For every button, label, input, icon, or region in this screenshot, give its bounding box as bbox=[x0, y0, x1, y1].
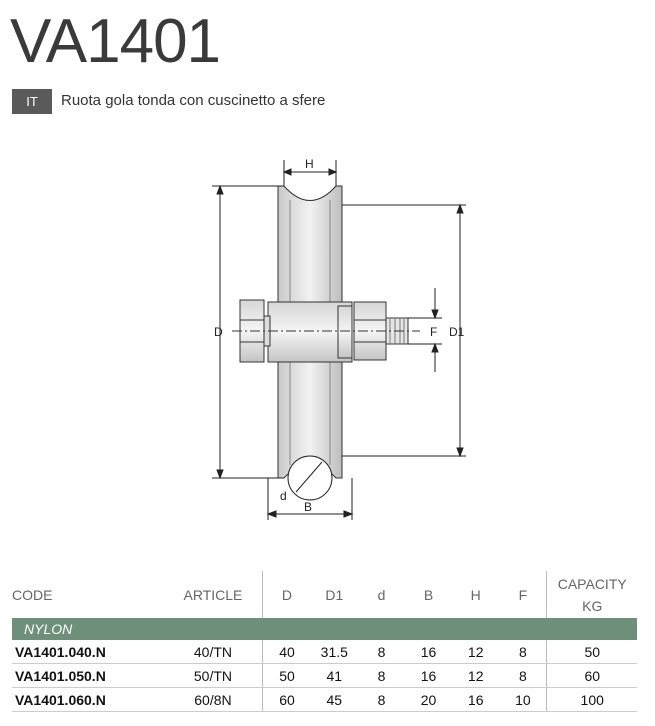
table-row: VA1401.060.N 60/8N 60 45 8 20 16 10 100 bbox=[12, 687, 637, 712]
cell-capacity: 60 bbox=[546, 663, 637, 688]
cell-article: 40/TN bbox=[163, 640, 263, 664]
wheel-body bbox=[239, 185, 409, 479]
table-header-row: CODE ARTICLE D D1 d B H F CAPACITY KG bbox=[12, 571, 637, 618]
dimension-label-d-small: d bbox=[280, 489, 287, 503]
group-row-nylon: NYLON bbox=[12, 618, 637, 640]
header-d1: D1 bbox=[325, 586, 344, 603]
cell-h: 12 bbox=[452, 663, 500, 688]
cell-capacity: 100 bbox=[546, 687, 637, 712]
cell-article: 50/TN bbox=[163, 663, 263, 688]
product-description: Ruota gola tonda con cuscinetto a sfere bbox=[61, 92, 326, 109]
cell-capacity: 50 bbox=[546, 640, 637, 664]
cell-d: 40 bbox=[262, 640, 311, 664]
header-article: ARTICLE bbox=[183, 586, 243, 603]
header-capacity-label: CAPACITY bbox=[557, 575, 627, 592]
header-capacity: CAPACITY KG bbox=[546, 571, 637, 618]
dimension-label-h: H bbox=[305, 157, 314, 171]
cell-code: VA1401.040.N bbox=[12, 640, 164, 664]
cell-d: 50 bbox=[262, 663, 311, 688]
dimension-h bbox=[282, 160, 338, 186]
cell-d-small: 8 bbox=[358, 663, 405, 688]
group-label: NYLON bbox=[12, 618, 637, 640]
dimension-label-f: F bbox=[430, 325, 437, 339]
dimension-d1 bbox=[342, 203, 466, 458]
cell-d1: 31.5 bbox=[310, 640, 359, 664]
cell-b: 16 bbox=[404, 663, 453, 688]
cell-h: 12 bbox=[452, 640, 500, 664]
cell-f: 8 bbox=[499, 640, 547, 664]
header-capacity-unit: KG bbox=[582, 597, 603, 614]
cell-d1: 45 bbox=[310, 687, 359, 712]
header-d-small: d bbox=[377, 586, 386, 603]
header-code: CODE bbox=[12, 586, 53, 603]
cell-d1: 41 bbox=[310, 663, 359, 688]
dimension-b bbox=[266, 478, 354, 520]
wheel-technical-drawing: d H D D1 F bbox=[212, 157, 466, 520]
cell-d-small: 8 bbox=[358, 687, 405, 712]
cell-d-small: 8 bbox=[358, 640, 405, 664]
cell-f: 8 bbox=[499, 663, 547, 688]
dimension-label-b: B bbox=[304, 500, 312, 514]
header-f: F bbox=[518, 586, 528, 603]
language-badge: IT bbox=[12, 89, 52, 114]
cell-code: VA1401.050.N bbox=[12, 663, 164, 688]
dimension-d bbox=[212, 184, 284, 480]
cell-h: 16 bbox=[452, 687, 500, 712]
cell-d: 60 bbox=[262, 687, 311, 712]
dimension-f bbox=[408, 288, 442, 372]
table-row: VA1401.040.N 40/TN 40 31.5 8 16 12 8 50 bbox=[12, 640, 637, 664]
groove-circle bbox=[287, 455, 333, 501]
cell-b: 20 bbox=[404, 687, 453, 712]
cell-f: 10 bbox=[499, 687, 547, 712]
cell-b: 16 bbox=[404, 640, 453, 664]
cell-article: 60/8N bbox=[163, 687, 263, 712]
dimension-label-d1: D1 bbox=[449, 325, 465, 339]
specifications-table: CODE ARTICLE D D1 d B H F CAPACITY KG NY… bbox=[12, 571, 637, 712]
header-h: H bbox=[470, 586, 481, 603]
dimension-label-d: D bbox=[214, 325, 223, 339]
header-b: B bbox=[423, 586, 434, 603]
table-row: VA1401.050.N 50/TN 50 41 8 16 12 8 60 bbox=[12, 663, 637, 688]
header-d: D bbox=[262, 571, 311, 618]
cell-code: VA1401.060.N bbox=[12, 687, 164, 712]
page-title: VA1401 bbox=[10, 7, 221, 76]
